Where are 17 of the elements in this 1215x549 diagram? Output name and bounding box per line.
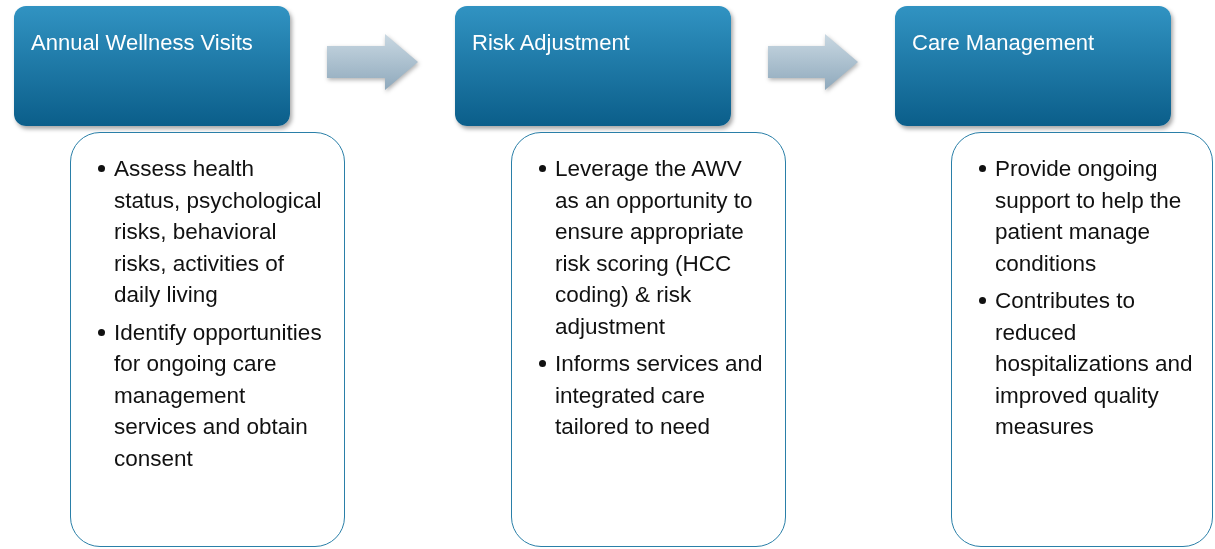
step-header-box [455,6,731,126]
bullet-text: Provide ongoing support to help the patient manage conditions [995,156,1182,276]
step-title: Care Management [912,29,1096,57]
bullet-text: Contributes to reduced hospitalizations and improved quality measures [995,288,1193,439]
block-arrow [327,34,418,90]
step-title: Risk Adjustment [472,29,631,57]
step-header-box [895,6,1171,126]
bullet-text: Informs services and integrated care tailored to need [555,351,763,439]
detail-card [70,132,345,547]
step-header-box [14,6,290,126]
bullet-text: Identify opportunities for ongoing care management services and obtain consent [114,319,322,471]
bullet-text: Assess health status, psychological risks, behavioral risks, activities of daily living [114,156,322,307]
step-title: Annual Wellness Visits [31,29,254,57]
bullet-text: Leverage the AWV as an opportunity to ensure appropriate risk scoring (HCC coding) & risk adjustment [555,156,753,339]
detail-card [511,132,786,547]
block-arrow [768,34,858,90]
detail-card [951,132,1213,547]
